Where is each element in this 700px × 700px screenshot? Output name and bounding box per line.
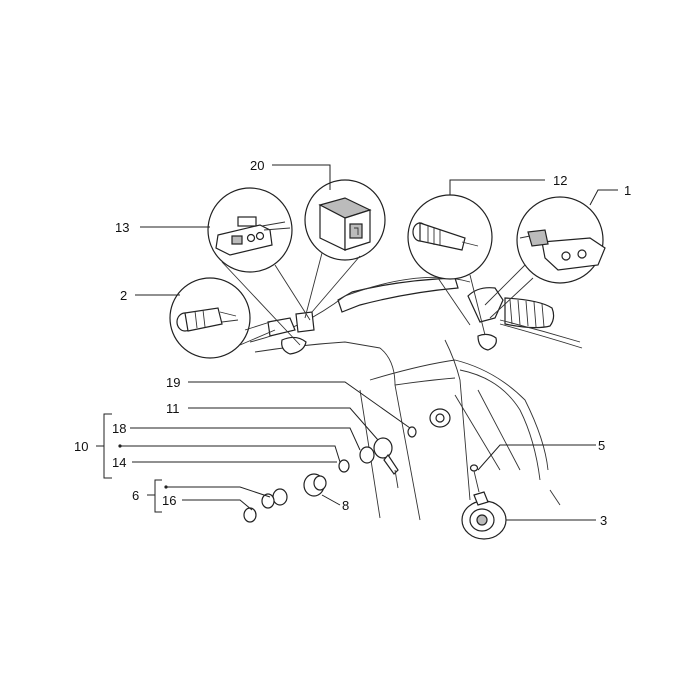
detail-bubble-2: [169, 277, 276, 359]
callout-8: 8: [342, 498, 349, 513]
part-16-bulb: [243, 488, 288, 523]
callout-5: 5: [598, 438, 605, 453]
horn-button-icon: [176, 307, 239, 332]
detail-bubble-12: [407, 194, 493, 336]
detail-bubble-13: [207, 187, 311, 346]
callout-12: 12: [553, 173, 567, 188]
relay-icon: [318, 197, 372, 251]
callout-16: 16: [162, 493, 176, 508]
switch-housing-icon: [519, 229, 606, 271]
callout-10: 10: [74, 439, 88, 454]
part-8-bush: [303, 473, 327, 497]
ignition-lock-parts: [338, 437, 399, 489]
indicator-switch-icon: [412, 222, 479, 251]
callout-6: 6: [132, 488, 139, 503]
callout-20: 20: [250, 158, 264, 173]
callout-11: 11: [166, 401, 180, 416]
callout-19: 19: [166, 375, 180, 390]
callout-1: 1: [624, 183, 631, 198]
part-19-grommet: [407, 408, 451, 438]
callout-18: 18: [112, 421, 126, 436]
right-grip: [499, 297, 583, 349]
leader-lines: [96, 164, 618, 521]
callout-13: 13: [115, 220, 129, 235]
horn-icon: [461, 491, 507, 540]
light-switch-icon: [215, 216, 291, 256]
detail-bubble-1: [484, 196, 606, 319]
callout-14: 14: [112, 455, 126, 470]
callout-3: 3: [600, 513, 607, 528]
callout-2: 2: [120, 288, 127, 303]
callout-labels: 20 12 1 13 2 19 11 18 10 14 6 16 8 5 3: [74, 158, 631, 528]
detail-bubble-20: [304, 179, 386, 319]
part-5-screw: [469, 464, 480, 493]
